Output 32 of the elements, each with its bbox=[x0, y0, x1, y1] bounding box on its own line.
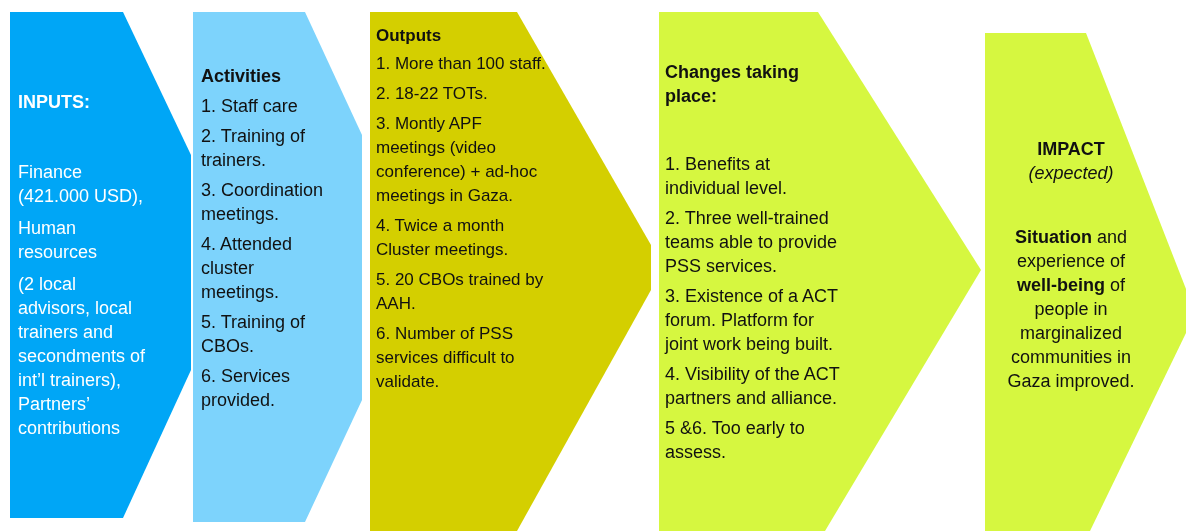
list-item: 4. Attended cluster meetings. bbox=[201, 233, 294, 304]
chevron-panel bbox=[193, 12, 362, 522]
list-item: 2. 18-22 TOTs. bbox=[376, 83, 489, 105]
list-item: 5. 20 CBOs trained by AAH. bbox=[376, 269, 545, 315]
column-heading: INPUTS: bbox=[18, 91, 91, 114]
list-item: 6. Services provided. bbox=[201, 365, 292, 412]
column-heading: Activities bbox=[201, 65, 283, 88]
column-heading: IMPACT bbox=[1036, 138, 1106, 161]
list-item: Finance (421.000 USD), bbox=[18, 161, 145, 208]
list-item: 3. Montly APF meetings (video conference) + ad-hoc meetings in Gaza. bbox=[376, 113, 539, 207]
column-heading: Outputs bbox=[376, 25, 443, 47]
list-item: 2. Three well-trained teams able to provide PSS services. bbox=[665, 207, 839, 278]
chevron-panel bbox=[10, 12, 191, 518]
column-heading: Changes taking place: bbox=[665, 61, 801, 108]
list-item: 1. Staff care bbox=[201, 95, 299, 118]
list-item: 4. Twice a month Cluster meetings. bbox=[376, 215, 510, 261]
list-item: 3. Coordination meetings. bbox=[201, 179, 325, 226]
list-item: Situation and experience of well-being of people in marginalized communities in Gaza improved. bbox=[1007, 226, 1135, 393]
chevron-panel bbox=[985, 33, 1186, 531]
list-item: 3. Existence of a ACT forum. Platform for joint work being built. bbox=[665, 285, 839, 356]
list-item: Human resources bbox=[18, 217, 99, 264]
list-item: 5. Training of CBOs. bbox=[201, 311, 307, 358]
list-item: 4. Visibility of the ACT partners and alliance. bbox=[665, 363, 841, 410]
chevron-panel bbox=[659, 12, 981, 531]
list-item: 2. Training of trainers. bbox=[201, 125, 307, 172]
column-subheading: (expected) bbox=[1027, 162, 1115, 185]
list-item: 6. Number of PSS services difficult to validate. bbox=[376, 323, 516, 393]
list-item: 1. More than 100 staff. bbox=[376, 53, 547, 75]
chevron-panel bbox=[370, 12, 651, 531]
list-item: 1. Benefits at individual level. bbox=[665, 153, 789, 200]
list-item: (2 local advisors, local trainers and secondments of int’l trainers), Partners’ contributions bbox=[18, 273, 147, 440]
list-item: 5 &6. Too early to assess. bbox=[665, 417, 806, 464]
